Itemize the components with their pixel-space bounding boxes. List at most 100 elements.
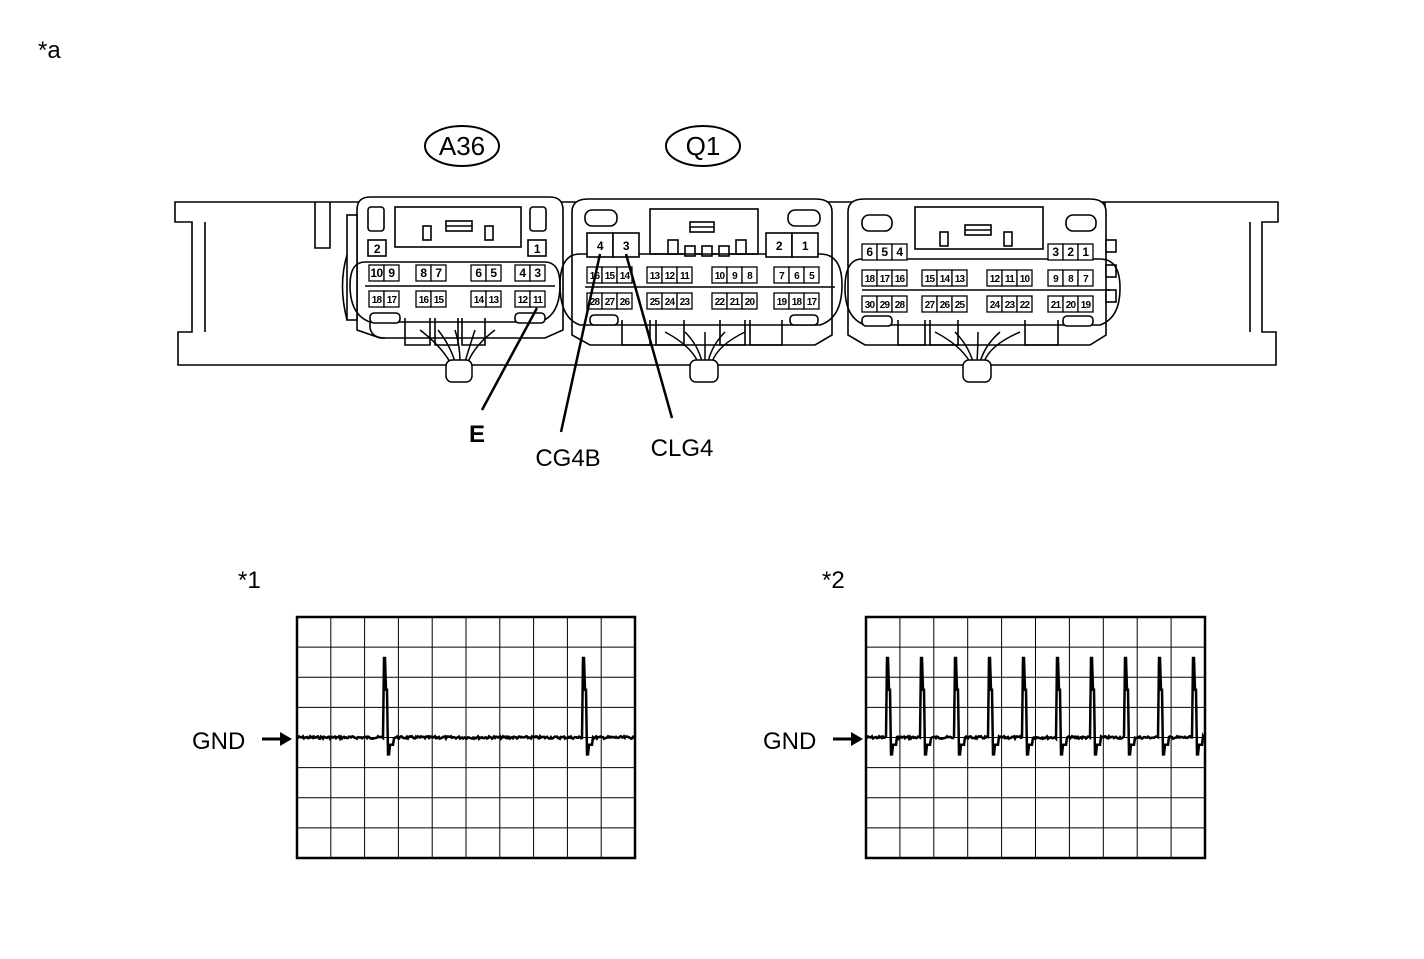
pin-box xyxy=(891,295,908,313)
pin-number: 30 xyxy=(865,300,876,311)
wire-harness xyxy=(419,329,1021,383)
pin-box xyxy=(485,264,502,282)
figure-label: *a xyxy=(38,37,61,64)
terminal-e-label: E xyxy=(469,421,485,448)
pin-number: 20 xyxy=(745,297,756,308)
pin-number: 6 xyxy=(794,271,800,282)
pin-number: 11 xyxy=(533,295,543,306)
pin-number: 3 xyxy=(1052,245,1059,259)
pin-number: 17 xyxy=(880,274,891,285)
pin-number: 22 xyxy=(715,297,726,308)
scope-2-screen xyxy=(864,615,1207,860)
pin-box xyxy=(1077,269,1094,287)
pin-number: 5 xyxy=(490,266,497,280)
pin-number: 26 xyxy=(940,300,951,311)
pin-number: 4 xyxy=(896,245,903,259)
pin-box xyxy=(1077,243,1094,261)
pin-number: 15 xyxy=(605,271,616,282)
pin-number: 23 xyxy=(1005,300,1016,311)
pin-number: 13 xyxy=(489,295,500,306)
terminal-leaders xyxy=(480,253,674,433)
pin-box xyxy=(676,266,693,284)
pin-number: 13 xyxy=(955,274,966,285)
pin-number: 9 xyxy=(388,266,395,280)
pin-number: 29 xyxy=(880,300,891,311)
pin-number: 15 xyxy=(925,274,936,285)
pin-box xyxy=(741,266,758,284)
pin-number: 18 xyxy=(372,295,383,306)
pin-number: 23 xyxy=(680,297,691,308)
connector-name-a36: A36 xyxy=(424,125,500,167)
pin-box xyxy=(485,290,502,308)
pin-box xyxy=(891,269,908,287)
pin-box xyxy=(1077,295,1094,313)
pin-box xyxy=(676,292,693,310)
pin-number: 7 xyxy=(435,266,442,280)
pin-number: 10 xyxy=(1020,274,1031,285)
pin-number: 28 xyxy=(895,300,906,311)
pin-number: 17 xyxy=(807,297,818,308)
pin-number: 14 xyxy=(940,274,951,285)
pin-box xyxy=(741,292,758,310)
pin-box xyxy=(616,292,633,310)
pin-number: 13 xyxy=(650,271,661,282)
svg-text:A36: A36 xyxy=(439,131,485,161)
pin-number: 11 xyxy=(680,271,690,282)
pin-number: 6 xyxy=(475,266,482,280)
pin-number: 24 xyxy=(665,297,676,308)
pin-number: 16 xyxy=(895,274,906,285)
pin-number: 10 xyxy=(370,266,383,280)
pin-number: 12 xyxy=(990,274,1001,285)
pin-number: 20 xyxy=(1066,300,1077,311)
pin-number: 18 xyxy=(865,274,876,285)
waveform-trace xyxy=(865,656,1206,756)
pin-number: 1 xyxy=(1082,245,1089,259)
pin-number: 2 xyxy=(1067,245,1074,259)
connector-name-q1: Q1 xyxy=(665,125,741,167)
scope-2-gnd-label: GND xyxy=(763,728,816,755)
pin-number: 10 xyxy=(715,271,726,282)
pin-box xyxy=(383,264,400,282)
pin-number: 5 xyxy=(881,245,888,259)
pin-number: 21 xyxy=(730,297,741,308)
pin-box xyxy=(951,295,968,313)
pin-number: 15 xyxy=(434,295,445,306)
scope-1-screen xyxy=(295,615,637,860)
pin-number: 8 xyxy=(1068,274,1074,285)
pin-box xyxy=(529,264,546,282)
pin-number: 21 xyxy=(1051,300,1062,311)
pin-number: 7 xyxy=(1083,274,1089,285)
pin-box xyxy=(529,290,546,308)
pin-box xyxy=(1016,295,1033,313)
waveform-trace xyxy=(296,656,637,756)
scope-2-arrow-icon xyxy=(833,732,863,746)
pin-number: 3 xyxy=(534,266,541,280)
pin-box xyxy=(383,290,400,308)
pin-number: 27 xyxy=(925,300,936,311)
pin-box xyxy=(803,266,820,284)
pin-number: 17 xyxy=(387,295,398,306)
pin-number: 18 xyxy=(792,297,803,308)
pin-number: 4 xyxy=(519,266,526,280)
pin-number: 12 xyxy=(518,295,529,306)
pin-number: 16 xyxy=(419,295,430,306)
pin-number: 5 xyxy=(809,271,815,282)
terminal-cg4b-label: CG4B xyxy=(535,445,600,472)
pin-box xyxy=(803,292,820,310)
pin-number: 24 xyxy=(990,300,1001,311)
svg-text:4: 4 xyxy=(597,239,604,253)
pin-box xyxy=(951,269,968,287)
connector-right xyxy=(844,198,1121,346)
connector-a36: 2 1 xyxy=(341,196,564,346)
svg-text:1: 1 xyxy=(534,242,541,256)
pin-number: 14 xyxy=(620,271,631,282)
pin-number: 19 xyxy=(1081,300,1092,311)
pin-box xyxy=(1016,269,1033,287)
pin-number: 22 xyxy=(1020,300,1031,311)
svg-text:1: 1 xyxy=(802,239,809,253)
